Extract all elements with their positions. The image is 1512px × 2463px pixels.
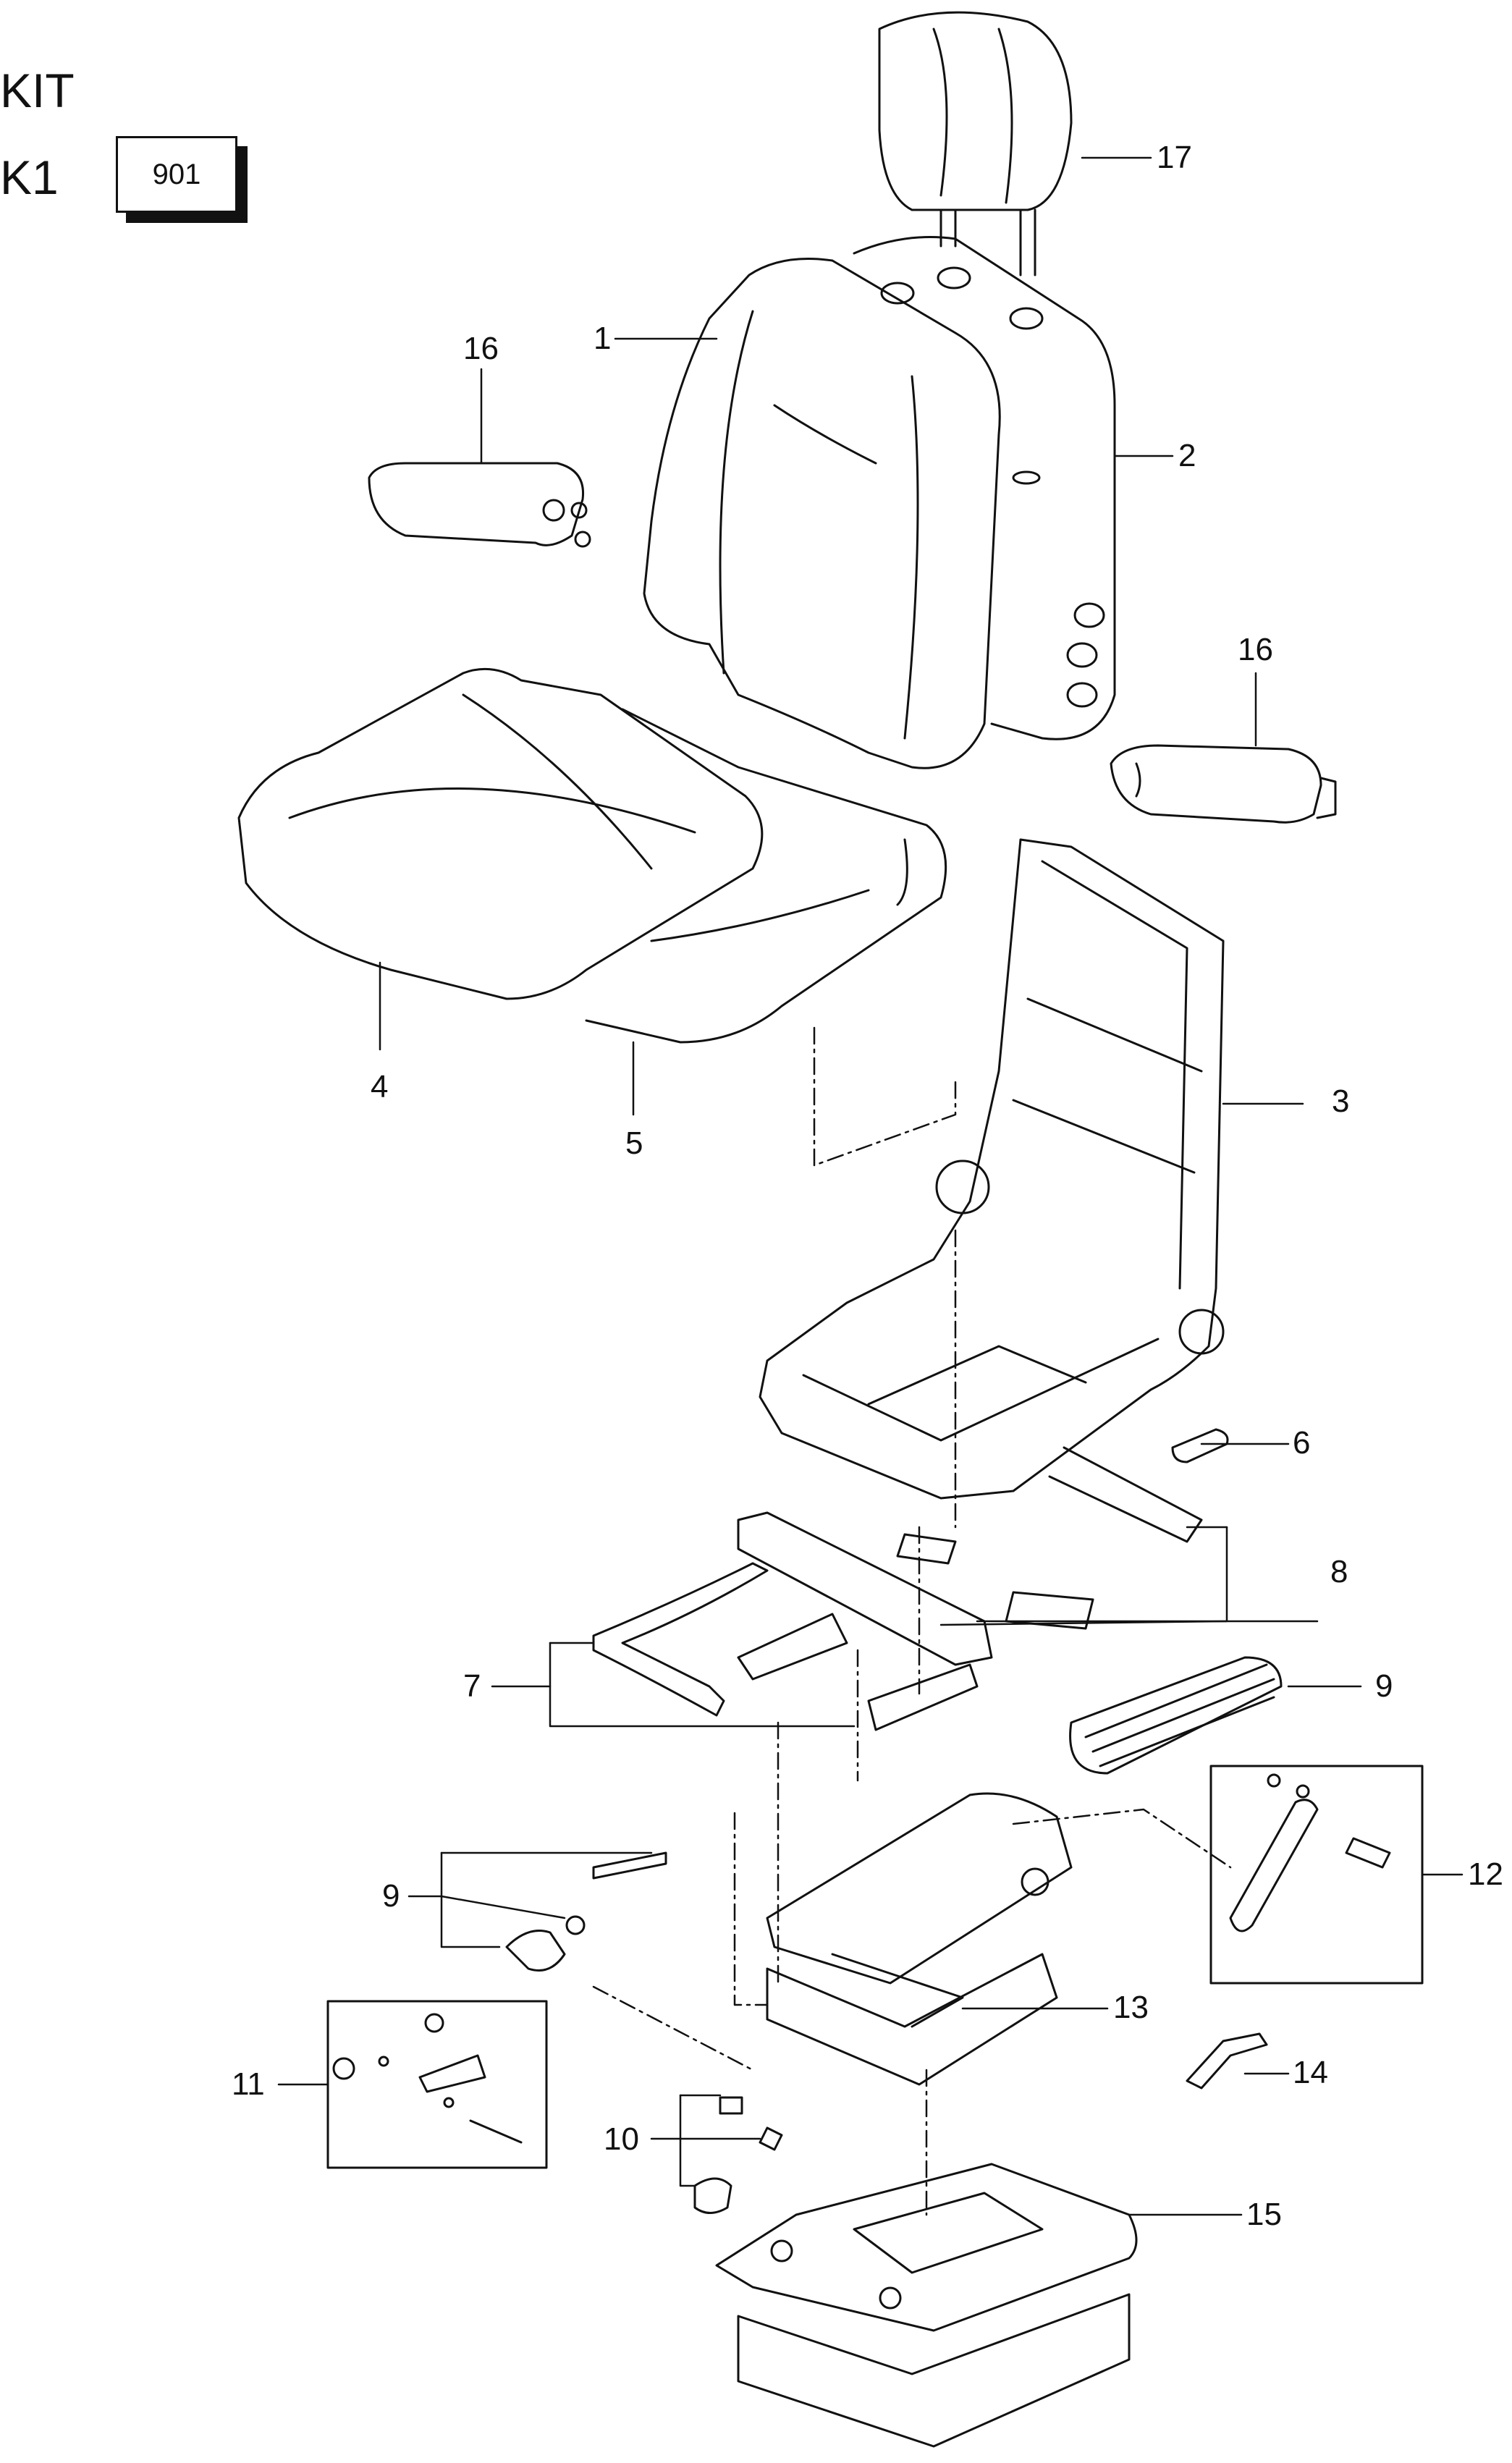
callout-4: 4 — [371, 1069, 389, 1104]
callout-10: 10 — [604, 2121, 639, 2157]
alignment-lines — [592, 1026, 1232, 2216]
kit-number: 901 — [152, 158, 201, 190]
lever-kit-box — [326, 2000, 548, 2169]
suspension-part — [766, 1792, 1073, 2086]
seat-base-cushion-part — [585, 708, 947, 1044]
callout-16-right: 16 — [1238, 632, 1273, 667]
kit-title: KIT — [0, 64, 75, 117]
callout-9-knob: 9 — [382, 1878, 400, 1914]
callout-6: 6 — [1293, 1425, 1311, 1461]
callout-2: 2 — [1178, 438, 1196, 473]
headrest-part — [878, 11, 1073, 276]
callout-5: 5 — [625, 1125, 643, 1161]
callout-9-springs: 9 — [1375, 1668, 1393, 1704]
callout-3: 3 — [1332, 1083, 1350, 1119]
adjuster-knob-part — [505, 1851, 667, 1972]
seat-cushion-part — [237, 667, 764, 1000]
backrest-front-part — [643, 258, 1001, 769]
bracket-part-14 — [1186, 2032, 1268, 2090]
lever-bar-part — [592, 1562, 979, 1731]
kit-code: K1 — [0, 151, 59, 204]
backrest-rear-part — [853, 236, 1116, 740]
callout-12: 12 — [1468, 1856, 1503, 1892]
clip-parts-10 — [693, 2096, 783, 2214]
callout-7: 7 — [463, 1668, 481, 1704]
callout-14: 14 — [1293, 2055, 1328, 2090]
callout-16-left: 16 — [463, 331, 499, 366]
kit-number-box: 901 — [116, 136, 237, 213]
suspension-base-part — [715, 2163, 1138, 2448]
leader-lines — [277, 156, 1464, 2216]
callout-15: 15 — [1246, 2197, 1282, 2232]
slide-rails-part — [737, 1446, 1203, 1666]
callout-8: 8 — [1330, 1554, 1348, 1589]
handle-part-6 — [1171, 1428, 1229, 1463]
callout-11: 11 — [232, 2066, 265, 2102]
spring-pack-part — [1069, 1656, 1283, 1775]
callout-13: 13 — [1113, 1990, 1149, 2025]
callout-17: 17 — [1157, 140, 1192, 175]
armrest-right-part — [1110, 744, 1337, 824]
seat-frame-part — [759, 838, 1225, 1500]
callout-1: 1 — [594, 321, 612, 356]
armrest-left-part — [368, 462, 591, 548]
damper-kit-box — [1209, 1765, 1424, 1985]
